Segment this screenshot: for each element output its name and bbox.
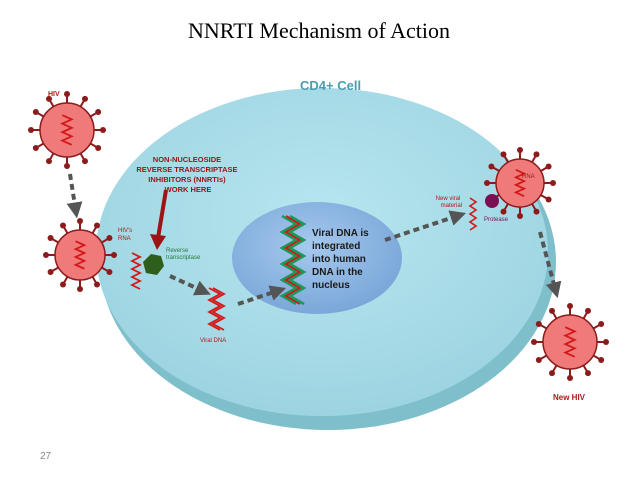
- hiv-virus: [28, 91, 106, 169]
- reverse-transcriptase-label: Reverse transcriptase: [166, 248, 201, 261]
- virus-spike-knob: [94, 222, 100, 229]
- viral-dna-label: Viral DNA: [200, 338, 226, 344]
- virus-spike-knob: [500, 208, 507, 215]
- nnrti-callout-line-3: INHIBITORS (NNRTIs): [148, 175, 226, 184]
- virus-spike-knob: [545, 196, 552, 203]
- nucleus-text-line-1: Viral DNA is: [312, 228, 369, 239]
- virus-spike-knob: [28, 127, 34, 133]
- virus-spike-knob: [47, 235, 54, 241]
- virus-spike-knob: [517, 147, 523, 153]
- hivs-rna-label: HIV's RNA: [118, 228, 134, 242]
- slide-title: NNRTI Mechanism of Action: [187, 18, 451, 43]
- virus-spike-knob: [100, 127, 106, 133]
- virus-spike-knob: [95, 109, 102, 115]
- hiv-label: HIV: [48, 91, 60, 98]
- virus-spike-knob: [106, 269, 113, 275]
- nucleus-text-line-3: into human: [312, 254, 366, 265]
- nnrti-pointer-arrow: [150, 189, 168, 250]
- new-viral-material-strand: [468, 197, 478, 231]
- virus-rna-squiggle: [563, 326, 577, 358]
- protease-icon: [485, 194, 499, 208]
- page-number: 27: [40, 451, 52, 462]
- virus-spike-knob: [46, 95, 52, 102]
- virus-spike-knob: [549, 370, 555, 377]
- budding-virus: [484, 147, 556, 219]
- cell-label: CD4+ Cell: [300, 78, 361, 93]
- virus-spike-knob: [603, 339, 609, 345]
- virus-spike-knob: [95, 145, 102, 151]
- virus-spike-knob: [32, 109, 39, 115]
- virus-spike-knob: [598, 357, 605, 363]
- virus-rna-squiggle: [513, 168, 527, 198]
- protease-label: Protease: [484, 217, 509, 223]
- virus-spike-knob: [550, 180, 556, 186]
- virus-spike-knob: [585, 307, 591, 314]
- virus-spike-knob: [60, 222, 66, 229]
- nucleus-text-line-2: integrated: [312, 241, 360, 252]
- virus-rna-squiggle: [60, 114, 74, 146]
- virus-spike-knob: [585, 370, 591, 377]
- nucleus-text: Viral DNA is integrated into human DNA i…: [312, 228, 371, 291]
- hivs-rna-label-line-2: RNA: [118, 236, 131, 242]
- virus-spike-knob: [43, 252, 49, 258]
- nnrti-callout-line-2: REVERSE TRANSCRIPTASE: [136, 165, 237, 174]
- virus-rna-squiggle: [73, 240, 87, 270]
- virus-spike-knob: [77, 218, 83, 224]
- arrow-hiv-to-cell: [66, 173, 83, 219]
- virus-spike-knob: [533, 208, 540, 215]
- virus-spike-knob: [64, 163, 70, 169]
- arrow-budding-to-new-hiv: [538, 231, 562, 299]
- virus-spike-knob: [77, 286, 83, 292]
- reverse-transcriptase-label-line-2: transcriptase: [166, 255, 201, 261]
- virus-spike-knob: [549, 307, 555, 314]
- virus-spike-knob: [82, 158, 88, 165]
- virus-spike-knob: [64, 91, 70, 97]
- viral-dna-strand: [207, 287, 226, 331]
- nucleus-dna-helix: [279, 214, 307, 306]
- virus-spike-knob: [111, 252, 117, 258]
- new-viral-material-label-line-1: New viral: [436, 196, 461, 202]
- hivs-rna-label-line-1: HIV's: [118, 228, 132, 234]
- virus-spike-knob: [47, 269, 54, 275]
- process-arrows: [66, 173, 562, 306]
- new-viral-material-label-line-2: material: [441, 203, 462, 209]
- virus-spike-knob: [60, 281, 66, 288]
- nnrti-callout-line-4: WORK HERE: [165, 185, 212, 194]
- virus-spike-knob: [46, 158, 52, 165]
- hivs-rna-strand: [129, 252, 143, 290]
- virus-spike-knob: [106, 235, 113, 241]
- new-hiv-label: New HIV: [553, 393, 586, 402]
- nnrti-callout-line-1: NON-NUCLEOSIDE: [153, 155, 221, 164]
- virus-spike-knob: [545, 163, 552, 170]
- virus-spike-knob: [488, 163, 495, 170]
- nucleus-text-line-5: nucleus: [312, 280, 350, 291]
- arrow-rt-to-viral-dna: [169, 274, 211, 296]
- virus-spike-knob: [32, 145, 39, 151]
- virus-spike-knob: [535, 357, 542, 363]
- virus-spike-knob: [535, 321, 542, 327]
- nnrti-callout: NON-NUCLEOSIDE REVERSE TRANSCRIPTASE INH…: [136, 155, 239, 194]
- virus-spike-knob: [567, 303, 573, 309]
- virus-spike-knob: [82, 95, 88, 102]
- new-viral-material-label: New viral material: [436, 196, 462, 209]
- rna-label: RNA: [522, 174, 535, 180]
- virus-spike-knob: [484, 180, 490, 186]
- entering-virus: [43, 218, 117, 292]
- virus-spike-knob: [531, 339, 537, 345]
- arrow-viral-dna-to-nucleus: [237, 285, 287, 306]
- virus-spike-knob: [517, 213, 523, 219]
- virus-spike-knob: [94, 281, 100, 288]
- nucleus-text-line-4: DNA in the: [312, 267, 363, 278]
- reverse-transcriptase-label-line-1: Reverse: [166, 248, 189, 254]
- virus-spike-knob: [500, 151, 507, 158]
- reverse-transcriptase-icon: [143, 254, 164, 275]
- virus-spike-knob: [598, 321, 605, 327]
- new-hiv-virus: [531, 303, 609, 381]
- arrow-nucleus-to-viral-material: [384, 210, 467, 242]
- virus-spike-knob: [567, 375, 573, 381]
- virus-spike-knob: [533, 151, 540, 158]
